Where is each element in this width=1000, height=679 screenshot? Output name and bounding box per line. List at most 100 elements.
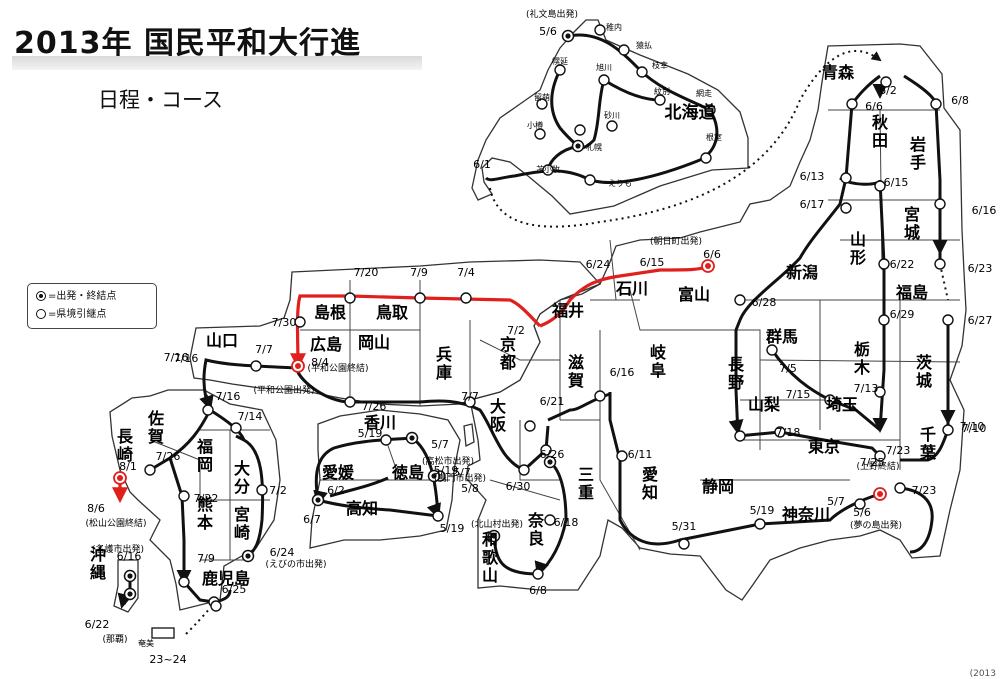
route-segment xyxy=(149,409,212,472)
region-aomori: 青森 xyxy=(822,63,855,82)
region-saitama: 埼玉 xyxy=(826,395,858,414)
okinawa-outline xyxy=(113,559,139,613)
boundary-point xyxy=(230,422,242,434)
boundary-point xyxy=(540,444,552,456)
date-label: 7/4 xyxy=(457,266,475,279)
date-label: 7/22 xyxy=(194,492,219,505)
region-tokushima: 徳島 xyxy=(391,463,424,482)
boundary-point xyxy=(414,292,426,304)
place-erimo: えりも xyxy=(608,179,632,188)
boundary-point xyxy=(704,104,716,116)
route-segment xyxy=(168,457,215,604)
boundary-point xyxy=(460,292,472,304)
date-label: 6/26 xyxy=(540,448,565,461)
route-segment xyxy=(734,74,881,438)
date-label: 6/17 xyxy=(800,198,825,211)
region-niigata: 新潟 xyxy=(786,263,818,282)
boundary-point xyxy=(930,98,942,110)
region-mie: 三重 xyxy=(578,465,594,502)
date-label: 5/19 xyxy=(434,464,459,477)
boundary-point xyxy=(178,576,190,588)
start-end-point-core xyxy=(575,143,581,149)
place-nemuro: 根室 xyxy=(706,132,722,142)
note-label: (平和公園終結) xyxy=(307,362,368,374)
date-label: 7/10 xyxy=(960,420,985,433)
region-wakayama: 和歌山 xyxy=(482,530,499,585)
boundary-point xyxy=(554,64,566,76)
date-label: 6/2 xyxy=(879,84,897,97)
ferry-route-amami xyxy=(185,607,211,635)
date-label: 7/13 xyxy=(854,382,879,395)
date-label: 6/16 xyxy=(972,204,997,217)
boundary-point xyxy=(878,314,890,326)
place-amami: 奄美 xyxy=(138,638,154,648)
region-iwate: 岩手 xyxy=(909,135,926,172)
region-shizuoka: 静岡 xyxy=(702,477,734,496)
boundary-point xyxy=(654,94,666,106)
date-label: 5/19 xyxy=(750,504,775,517)
date-label: 5/8 xyxy=(461,482,479,495)
start-end-point-core xyxy=(315,497,321,503)
boundary-point xyxy=(178,490,190,502)
red-start-end-point-core xyxy=(705,263,711,269)
place-wakkanai: 稚内 xyxy=(606,22,622,32)
note-label: (名護市出発) xyxy=(92,543,144,555)
date-label: 6/27 xyxy=(968,314,993,327)
region-kochi: 高知 xyxy=(346,499,378,518)
place-monbetsu: 紋別 xyxy=(654,86,670,96)
place-rumoi: 留萌 xyxy=(534,92,550,102)
kyushu-outline xyxy=(109,389,281,611)
date-label: 7/23 xyxy=(912,484,937,497)
prefecture-borders xyxy=(149,109,961,561)
red-start-end-point-core xyxy=(295,363,301,369)
date-label: 7/26 xyxy=(362,400,387,413)
hokkaido-outline xyxy=(471,19,749,215)
region-miyazaki: 宮崎 xyxy=(234,505,250,542)
boundary-point xyxy=(874,180,886,192)
date-label: 6/22 xyxy=(890,258,915,271)
date-label: 7/26 xyxy=(156,450,181,463)
boundary-point xyxy=(618,44,630,56)
note-label: (平和公園出発) xyxy=(253,384,314,396)
boundary-point xyxy=(294,316,306,328)
honshu-east-outline xyxy=(465,43,967,601)
date-label: 6/18 xyxy=(554,516,579,529)
date-label: 5/19 xyxy=(440,522,465,535)
date-label: 6/15 xyxy=(884,176,909,189)
place-asahikawa: 旭川 xyxy=(596,62,612,72)
start-end-point-core xyxy=(491,533,497,539)
start-end-point-core xyxy=(547,459,553,465)
note-label: (礼文島出発) xyxy=(526,8,578,20)
boundary-point xyxy=(584,174,596,186)
date-label: 6/30 xyxy=(506,480,531,493)
place-sunagawa: 砂川 xyxy=(604,110,620,120)
date-label: 8/6 xyxy=(87,502,105,515)
note-label: (上野終結) xyxy=(856,460,899,472)
legend-start-end: =出発・終結点 xyxy=(36,290,116,304)
date-label: 7/7 xyxy=(255,343,273,356)
region-fukuoka: 福岡 xyxy=(196,437,213,474)
place-tomakomai: 苫小牧 xyxy=(536,164,560,174)
start-end-point-core xyxy=(409,435,415,441)
region-gunma: 群馬 xyxy=(766,327,798,346)
legend-boundary-label: =県境引継点 xyxy=(48,309,107,320)
date-label: 6/13 xyxy=(800,170,825,183)
route-segment xyxy=(329,476,389,498)
note-label: (鳴門市出発) xyxy=(434,472,486,484)
boundary-point xyxy=(464,396,476,408)
place-sapporo: 札幌 xyxy=(586,142,602,152)
boundary-point xyxy=(542,164,554,176)
date-label: 7/15 xyxy=(786,388,811,401)
boundary-point xyxy=(846,98,858,110)
date-label: 6/2 xyxy=(327,484,345,497)
boundary-point xyxy=(344,396,356,408)
boundary-point xyxy=(678,538,690,550)
date-label: 7/16 xyxy=(216,390,241,403)
boundary-point xyxy=(880,76,892,88)
date-label: 6/11 xyxy=(628,448,653,461)
boundary-point xyxy=(518,464,530,476)
route-segment xyxy=(235,434,245,442)
boundary-point xyxy=(544,514,556,526)
region-yamanashi: 山梨 xyxy=(748,395,781,414)
legend-boundary: =県境引継点 xyxy=(36,308,106,322)
